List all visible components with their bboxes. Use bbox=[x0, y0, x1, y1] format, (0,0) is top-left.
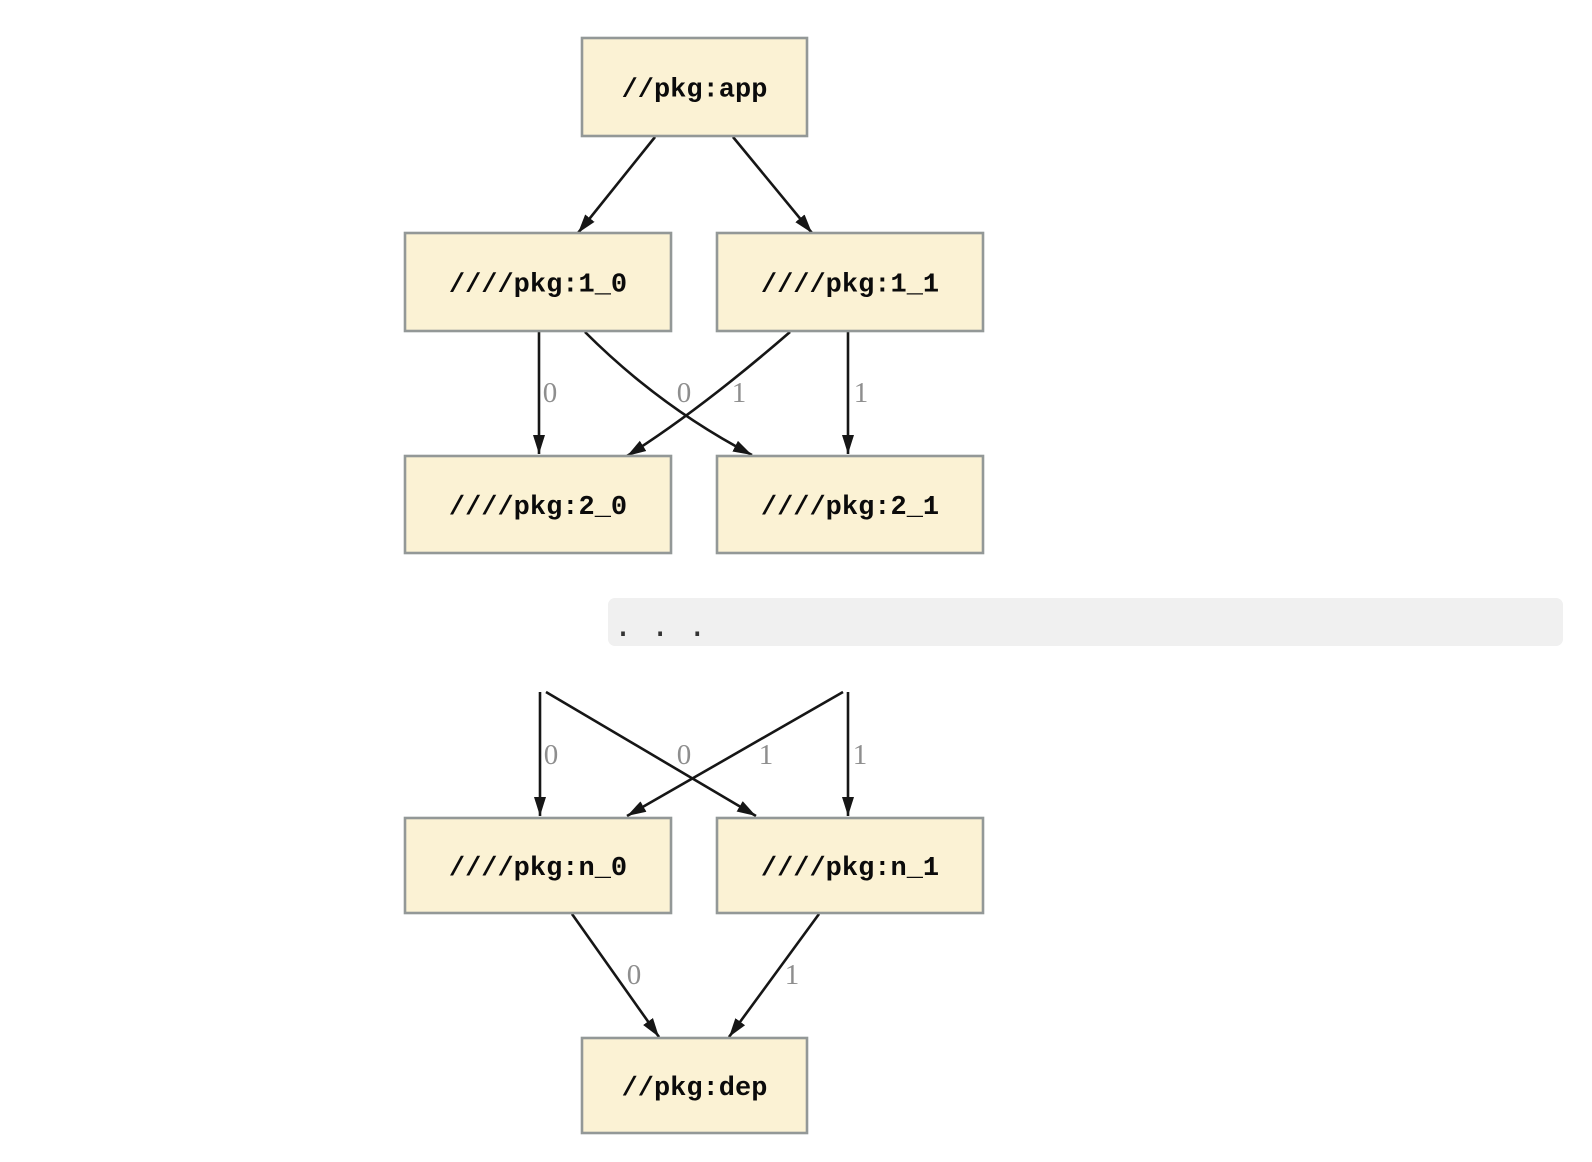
edge-label-elided-vn_1: 1 bbox=[853, 739, 868, 771]
node-label-v2_1: ////pkg:2_1 bbox=[761, 493, 939, 523]
edge-label-elided-vn_1: 0 bbox=[677, 739, 692, 771]
node-box-v1_0 bbox=[403, 231, 673, 333]
edge-v1_1-v2_0 bbox=[626, 331, 791, 458]
node-vn_0: ////pkg:n_0 bbox=[403, 816, 673, 915]
edge-app-v1_1 bbox=[731, 136, 814, 234]
node-app: //pkg:app bbox=[580, 36, 809, 138]
edge-label-vn_1-dep: 1 bbox=[785, 959, 800, 991]
edge-app-v1_0 bbox=[576, 136, 657, 234]
edge-elided-vn_0 bbox=[626, 690, 844, 818]
edge-label-vn_0-dep: 0 bbox=[627, 959, 642, 991]
node-label-vn_1: ////pkg:n_1 bbox=[761, 854, 939, 884]
edge-elided-vn_1 bbox=[545, 690, 757, 818]
edge-vn_0-dep bbox=[570, 913, 661, 1038]
node-dep: //pkg:dep bbox=[580, 1036, 809, 1135]
node-v2_1: ////pkg:2_1 bbox=[715, 454, 985, 555]
node-label-vn_0: ////pkg:n_0 bbox=[449, 854, 627, 884]
node-box-v1_1 bbox=[715, 231, 985, 333]
ellipsis-band bbox=[608, 598, 1563, 646]
edge-label-v1_1-v2_1: 1 bbox=[854, 377, 869, 409]
edge-label-elided-vn_0: 0 bbox=[544, 739, 559, 771]
edge-vn_1-dep bbox=[727, 913, 821, 1038]
node-vn_1: ////pkg:n_1 bbox=[715, 816, 985, 915]
edge-label-v1_0-v2_1: 0 bbox=[677, 377, 692, 409]
node-box-v2_0 bbox=[403, 454, 673, 555]
node-label-v1_0: ////pkg:1_0 bbox=[449, 271, 627, 301]
node-box-vn_1 bbox=[715, 816, 985, 915]
node-box-dep bbox=[580, 1036, 809, 1135]
node-box-vn_0 bbox=[403, 816, 673, 915]
edge-label-v1_0-v2_0: 0 bbox=[543, 377, 558, 409]
edge-label-elided-vn_0: 1 bbox=[759, 739, 774, 771]
ellipsis-block: . . . bbox=[608, 598, 1563, 646]
node-label-v2_0: ////pkg:2_0 bbox=[449, 493, 627, 523]
edge-v1_0-v2_1 bbox=[584, 331, 753, 457]
node-v2_0: ////pkg:2_0 bbox=[403, 454, 673, 555]
node-v1_0: ////pkg:1_0 bbox=[403, 231, 673, 333]
node-box-app bbox=[580, 36, 809, 138]
node-label-app: //pkg:app bbox=[622, 76, 768, 106]
node-label-v1_1: ////pkg:1_1 bbox=[761, 271, 939, 301]
node-label-dep: //pkg:dep bbox=[622, 1074, 768, 1104]
ellipsis-text: . . . bbox=[614, 609, 707, 644]
node-box-v2_1 bbox=[715, 454, 985, 555]
node-v1_1: ////pkg:1_1 bbox=[715, 231, 985, 333]
edge-label-v1_1-v2_0: 1 bbox=[732, 377, 747, 409]
